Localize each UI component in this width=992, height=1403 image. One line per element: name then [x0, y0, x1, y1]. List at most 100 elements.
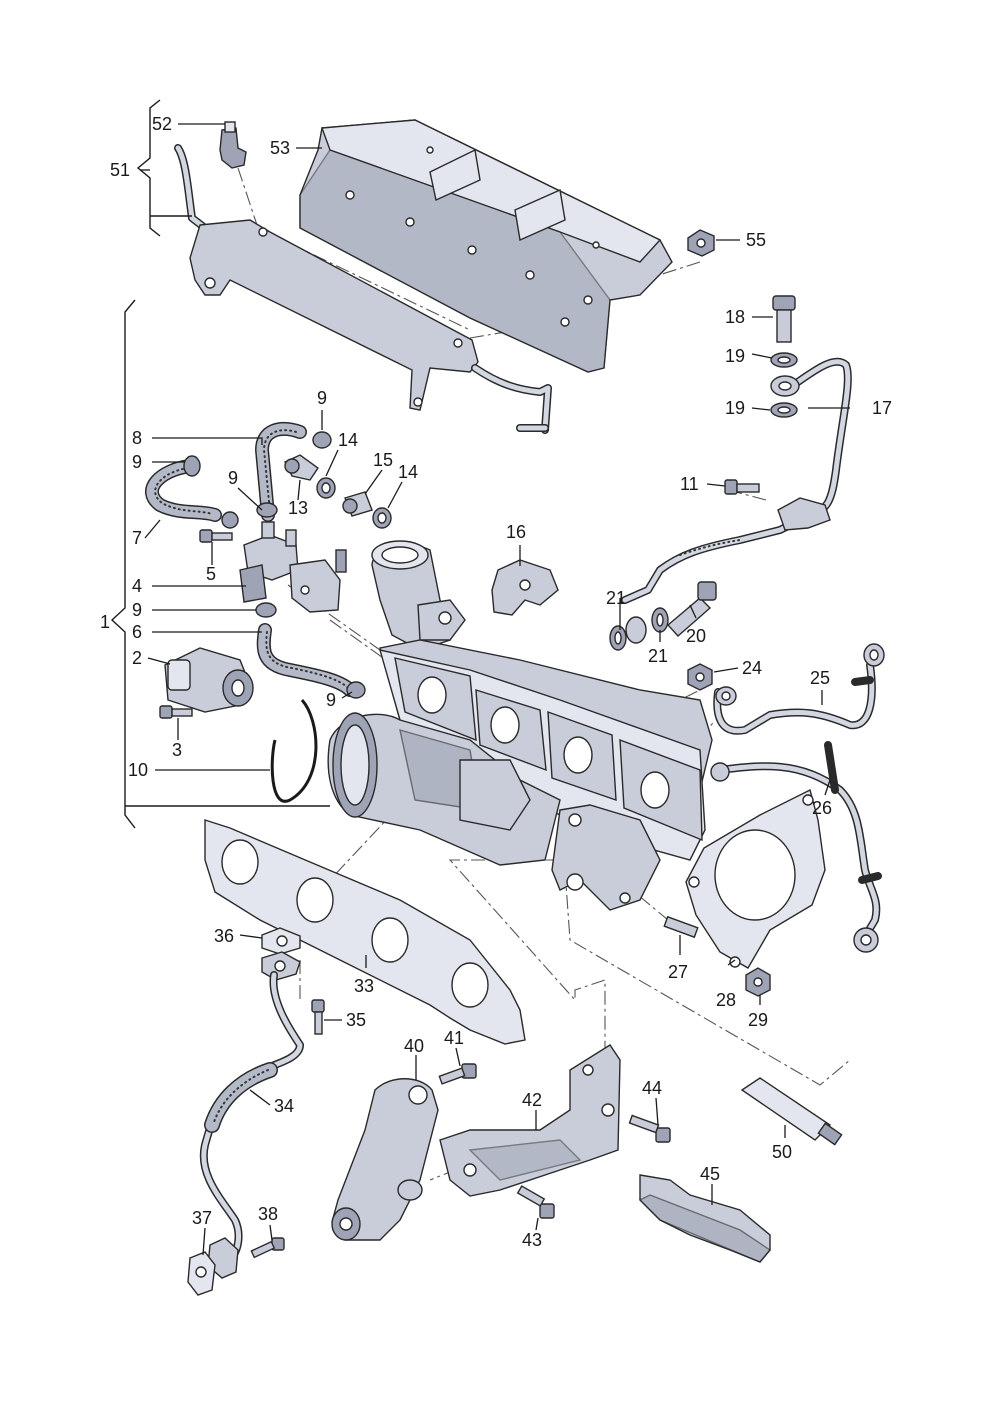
fitting-13: [284, 454, 319, 481]
callout-27: 27: [668, 962, 688, 982]
diverter-valve-2: [164, 647, 254, 713]
gasket-37: [187, 1251, 216, 1296]
oil-supply-pipe: [621, 357, 852, 604]
stud-27: [663, 915, 699, 939]
bolt-5: [199, 529, 233, 543]
heat-shield: [299, 119, 673, 373]
callout-28: 28: [716, 990, 736, 1010]
callout-19: 19: [725, 346, 745, 366]
callout-2: 2: [132, 648, 142, 668]
callout-9: 9: [132, 452, 142, 472]
callout-25: 25: [810, 668, 830, 688]
callout-17: 17: [872, 398, 892, 418]
callout-1: 1: [100, 612, 110, 632]
clamps-9: [183, 431, 366, 699]
callout-6: 6: [132, 622, 142, 642]
heat-shield-45: [638, 1174, 772, 1263]
turbocharger-manifold: [327, 540, 713, 911]
bolt-41: [438, 1063, 477, 1085]
bolt-38: [250, 1237, 285, 1259]
callout-53: 53: [270, 138, 290, 158]
callout-14: 14: [398, 462, 418, 482]
callout-labels: 52 53 51 55 18 19 19 17 11 9 8 14 9 15 1…: [100, 114, 892, 1250]
callout-34: 34: [274, 1096, 294, 1116]
callout-38: 38: [258, 1204, 278, 1224]
callout-40: 40: [404, 1036, 424, 1056]
callout-9: 9: [326, 690, 336, 710]
banjo-fitting: [770, 375, 800, 397]
washers-21: [609, 607, 669, 651]
callout-5: 5: [206, 564, 216, 584]
leader-lines: [140, 123, 850, 1256]
turbo-gasket-28: [685, 788, 826, 969]
callout-55: 55: [746, 230, 766, 250]
callout-50: 50: [772, 1142, 792, 1162]
bolt-3: [159, 705, 193, 719]
callout-9: 9: [317, 388, 327, 408]
seal-ring-10: [270, 698, 318, 803]
callout-4: 4: [132, 576, 142, 596]
valve-4: [239, 521, 299, 603]
callout-20: 20: [686, 626, 706, 646]
bolt-43: [516, 1185, 555, 1219]
callout-7: 7: [132, 528, 142, 548]
callout-29: 29: [748, 1010, 768, 1030]
pressure-sensor: [219, 121, 247, 169]
hose-6: [256, 623, 357, 697]
callout-52: 52: [152, 114, 172, 134]
callout-3: 3: [172, 740, 182, 760]
sensor-bracket-rail: [174, 144, 552, 434]
callout-42: 42: [522, 1090, 542, 1110]
banjo-bolt-18: [772, 295, 796, 343]
callout-37: 37: [192, 1208, 212, 1228]
bracket-small: [289, 549, 347, 613]
banjo-bolt-20: [666, 581, 717, 637]
callout-24: 24: [742, 658, 762, 678]
nut: [687, 229, 715, 257]
washer-19-top: [770, 352, 798, 368]
callout-8: 8: [132, 428, 142, 448]
callout-18: 18: [725, 307, 745, 327]
callout-10: 10: [128, 760, 148, 780]
callout-16: 16: [506, 522, 526, 542]
oil-pipe-34: [199, 951, 304, 1279]
bolt-35: [311, 999, 325, 1035]
washer-19-bottom: [770, 402, 798, 418]
callout-33: 33: [354, 976, 374, 996]
callout-41: 41: [444, 1028, 464, 1048]
manifold-gasket-33: [204, 819, 526, 1045]
callout-14: 14: [338, 430, 358, 450]
hose-8: [255, 422, 307, 522]
hose-7: [145, 459, 222, 522]
bolt-15: [342, 491, 373, 517]
coolant-pipe-26: [710, 741, 882, 953]
callout-21: 21: [648, 646, 668, 666]
seals-14: [316, 477, 392, 529]
callout-19: 19: [725, 398, 745, 418]
sealant-tube-50: [740, 1077, 843, 1146]
bolt-44: [628, 1114, 671, 1143]
callout-21: 21: [606, 588, 626, 608]
callout-43: 43: [522, 1230, 542, 1250]
callout-13: 13: [288, 498, 308, 518]
braces: [110, 99, 330, 829]
callout-51: 51: [110, 160, 130, 180]
nut-24: [687, 663, 713, 691]
callout-35: 35: [346, 1010, 366, 1030]
callout-11: 11: [680, 474, 699, 494]
callout-45: 45: [700, 1164, 720, 1184]
callout-36: 36: [214, 926, 234, 946]
callout-9: 9: [228, 468, 238, 488]
callout-44: 44: [642, 1078, 662, 1098]
bracket-42: [439, 1044, 621, 1197]
heat-shield-plate-16: [491, 559, 559, 616]
support-40: [331, 1078, 439, 1241]
nut-29: [745, 967, 771, 997]
gasket-36: [261, 927, 301, 955]
oil-pipe-25: [713, 643, 885, 735]
callout-15: 15: [373, 450, 393, 470]
callout-26: 26: [812, 798, 832, 818]
bolt-11: [724, 479, 760, 495]
